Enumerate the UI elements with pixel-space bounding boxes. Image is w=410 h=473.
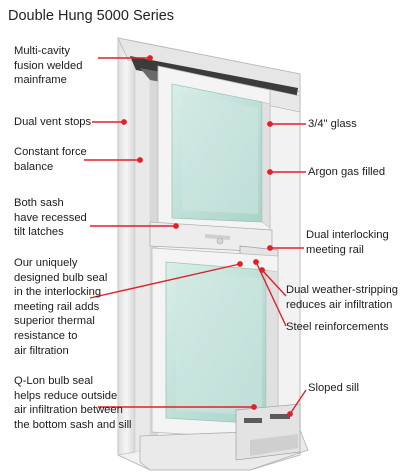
label-weather-stripping: Dual weather-stripping reduces air infil… (286, 284, 398, 311)
label-vent-stops: Dual vent stops (14, 116, 92, 128)
upper-sash (157, 65, 271, 233)
label-force-balance: Constant force balance (14, 146, 87, 173)
label-tilt-latches: Both sash have recessed tilt latches (14, 197, 87, 239)
label-qlon-seal: Q-Lon bulb seal helps reduce outside air… (14, 375, 132, 431)
label-mainframe: Multi-cavity fusion welded mainframe (14, 45, 83, 87)
diagram-title: Double Hung 5000 Series (8, 8, 175, 24)
sloped-sill (139, 403, 309, 471)
leader-lines (84, 55, 307, 417)
label-steel-reinforcements: Steel reinforcements (286, 321, 389, 333)
label-bulb-seal: Our uniquely designed bulb seal in the i… (14, 257, 108, 357)
label-sloped-sill: Sloped sill (308, 382, 359, 394)
lower-sash (151, 247, 279, 441)
label-argon: Argon gas filled (308, 166, 386, 178)
label-glass: 3/4" glass (308, 118, 357, 130)
label-meeting-rail: Dual interlocking meeting rail (306, 229, 389, 256)
